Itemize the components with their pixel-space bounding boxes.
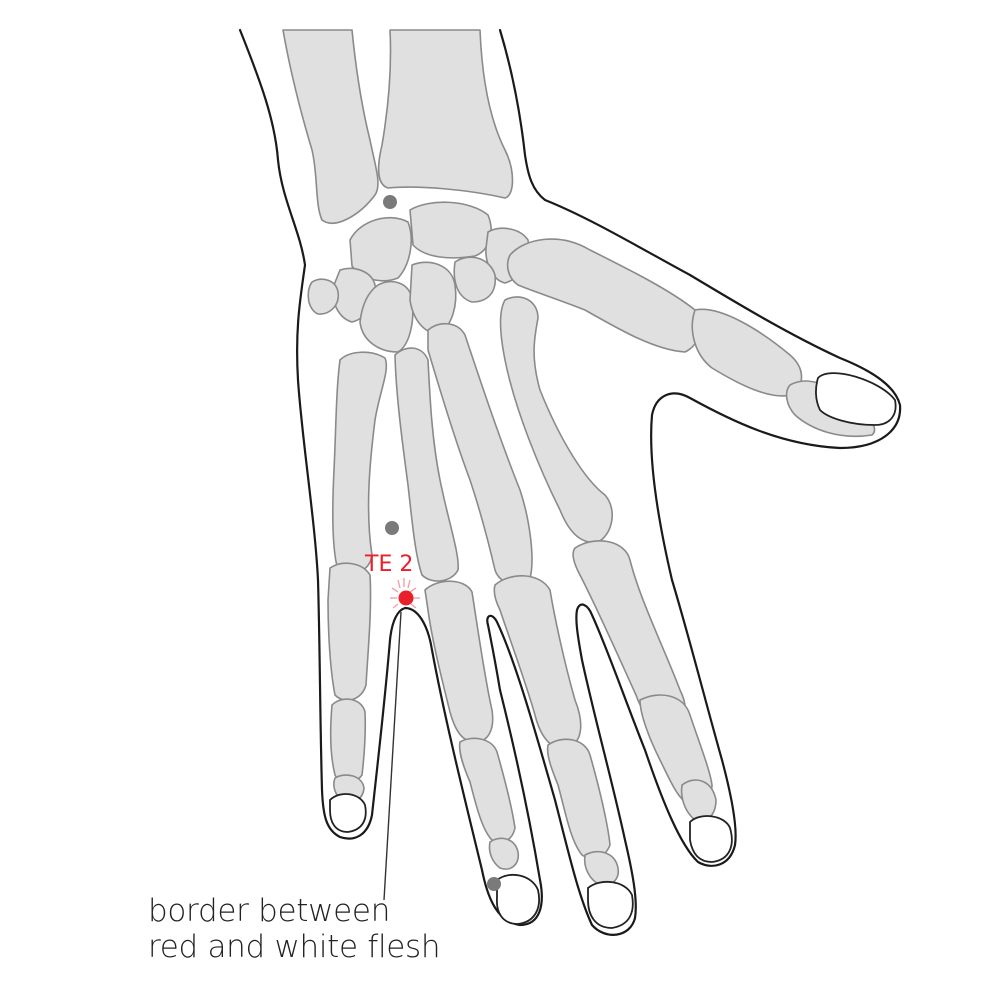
radius — [377, 29, 514, 199]
thumb-nail — [815, 372, 897, 426]
reference-point-fingertip — [487, 877, 501, 891]
thumb-bones — [506, 238, 897, 438]
ulna — [282, 29, 379, 224]
little-finger-bones — [327, 351, 388, 833]
index-finger-bones — [499, 296, 733, 863]
middle-nail — [587, 880, 634, 929]
reference-point-wrist — [383, 195, 397, 209]
te2-point-dot — [398, 590, 414, 606]
leader-line — [383, 611, 402, 901]
middle-finger-bones — [427, 322, 634, 929]
te2-acupoint: TE 2 — [364, 552, 420, 609]
caption-line-2: red and white flesh — [148, 929, 441, 965]
forearm-bones — [282, 29, 514, 224]
te2-label: TE 2 — [364, 552, 413, 577]
caption-line-1: border between — [148, 893, 391, 929]
ring-nail — [496, 873, 540, 925]
reference-points — [383, 195, 501, 891]
caption: border between red and white flesh — [148, 893, 441, 965]
little-nail — [329, 793, 367, 833]
index-nail — [689, 815, 733, 863]
acupoint-glow — [390, 578, 420, 609]
reference-point-metacarpal — [385, 521, 399, 535]
ring-finger-bones — [394, 347, 540, 925]
